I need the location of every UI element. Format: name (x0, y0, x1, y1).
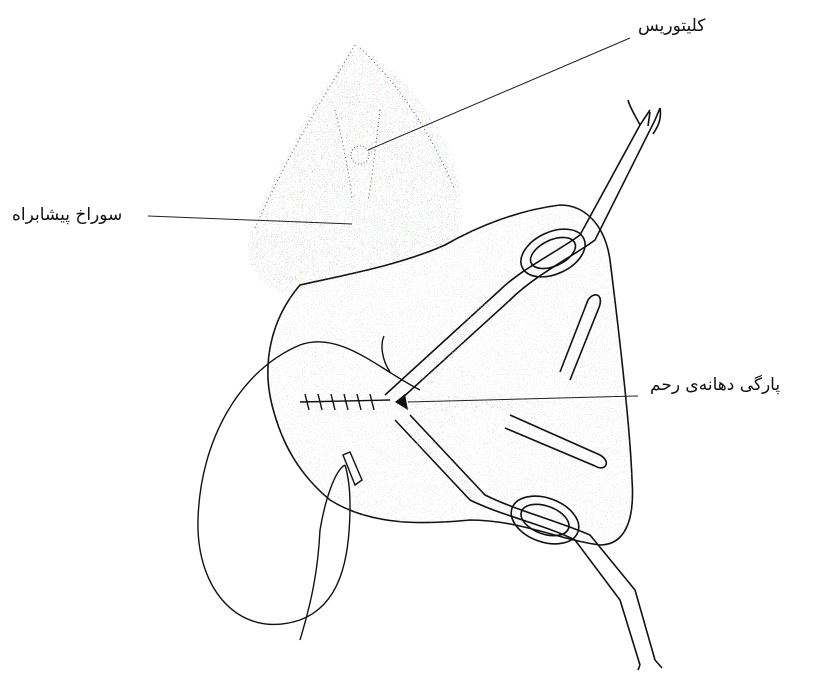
label-cervical-tear: پارگی دهانه‌ی رحم (650, 377, 780, 394)
label-urethral-opening: سوراخ پیشابراه (12, 207, 122, 224)
label-clitoris: کلیتوریس (638, 18, 705, 35)
